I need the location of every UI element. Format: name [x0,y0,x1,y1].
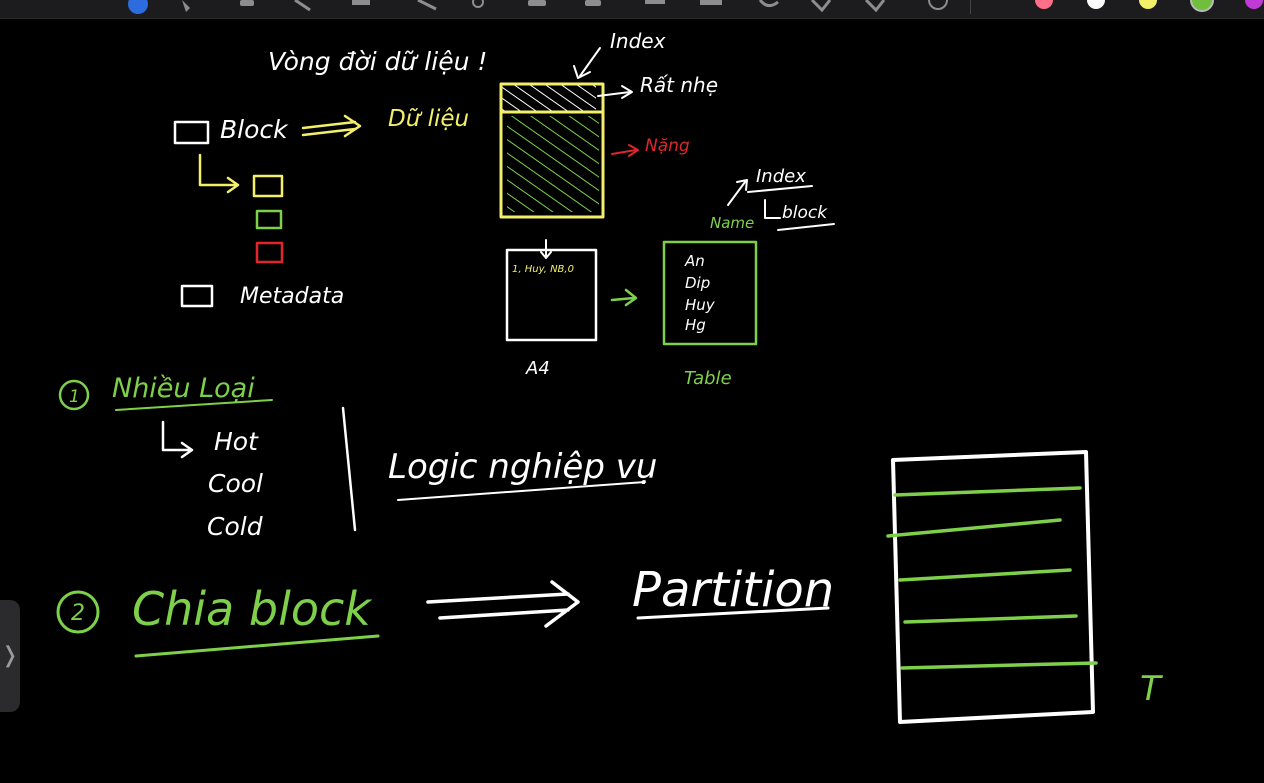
redo-icon[interactable] [810,0,832,13]
partition-underline [636,606,830,620]
du-lieu-label: Dữ liệu [388,106,469,132]
chia-block-underline [134,634,380,658]
color-swatch-green[interactable] [1190,0,1214,12]
sub-block-green [255,209,283,230]
circle-one [58,379,90,411]
pen-icon[interactable] [128,0,148,14]
sidebar-toggle[interactable]: ❭ [0,600,20,712]
partition-line-5 [900,661,1098,670]
block-arrow [301,114,362,138]
partition-box [891,450,1095,724]
table-row-1: An [684,252,705,270]
sub-block-yellow [252,174,284,198]
block-square [173,120,210,145]
block-right-underline [777,223,835,231]
pencil-icon[interactable] [182,0,190,12]
file-label: A4 [525,358,550,379]
image-icon[interactable] [528,0,546,6]
types-arrow [161,420,194,459]
block-right-arrow [764,199,781,219]
heavy-arrow [611,144,639,157]
t-label: T [1140,669,1163,709]
color-swatch-pink[interactable] [1035,0,1053,9]
tool-strip [128,0,971,14]
cool-label: Cool [208,469,263,498]
index-arrow [573,47,601,79]
sticker-icon[interactable] [585,0,601,6]
color-swatch-purple[interactable] [1245,0,1263,9]
partition-line-2 [886,518,1062,538]
logic-label: Logic nghiệp vụ [388,447,657,487]
color-swatch-black[interactable] [984,0,1000,8]
partition-line-1 [893,486,1082,497]
table-row-2: Dip [685,274,710,292]
light-label: Rất nhẹ [640,73,718,97]
text-icon[interactable] [472,0,484,8]
logic-underline [397,481,646,501]
ruler-icon[interactable] [645,0,665,4]
color-swatch-yellow[interactable] [1139,0,1157,9]
partition-line-4 [903,614,1078,624]
nhieu-loai-label: Nhiều Loại [112,373,255,404]
file-row-text: 1, Huy, NB,0 [512,264,574,275]
circle-two [56,590,100,634]
divider [970,0,971,14]
drawing-toolbar [0,0,1264,19]
name-label: Name [710,214,754,232]
chia-block-label: Chia block [132,582,373,636]
color-swatches [984,0,1263,12]
block-label: Block [220,115,289,144]
table-row-3: Huy [685,296,716,314]
name-index-arrow [727,179,748,206]
partition-line-3 [898,568,1072,582]
double-arrow [426,580,580,628]
data-hatch [507,116,599,212]
table-box [662,240,758,346]
undo-icon[interactable] [758,0,779,7]
file-box [505,248,598,342]
circle-one-number: 1 [69,387,80,407]
highlighter-icon[interactable] [240,0,254,6]
separator-line [341,406,357,532]
hand-icon[interactable] [700,0,722,5]
hot-label: Hot [214,427,259,456]
metadata-square [180,284,214,308]
nhieu-loai-underline [115,399,273,411]
table-row-4: Hg [685,316,706,334]
settings-icon[interactable] [928,0,948,10]
index-label: Index [610,29,666,53]
circle-two-number: 2 [71,601,85,626]
index-right-label: Index [756,166,806,187]
index-hatch [501,84,596,111]
table-label: Table [684,368,732,389]
cold-label: Cold [207,512,263,541]
eraser-icon[interactable] [294,0,311,12]
color-swatch-white[interactable] [1087,0,1105,9]
title-text: Vòng đời dữ liệu ! [268,47,487,76]
file-to-table-arrow [610,288,638,307]
index-right-underline [747,185,813,193]
storage-block [499,82,605,219]
sub-block-arrow [198,153,240,194]
light-arrow [597,85,633,99]
chevron-right-icon: ❭ [0,643,20,668]
metadata-label: Metadata [240,284,344,309]
sub-block-red [255,241,284,264]
marker-icon[interactable] [864,0,886,13]
shapes-icon[interactable] [417,0,437,11]
heavy-label: Nặng [645,136,690,156]
block-right-label: block [782,203,828,223]
lasso-icon[interactable] [352,0,370,5]
